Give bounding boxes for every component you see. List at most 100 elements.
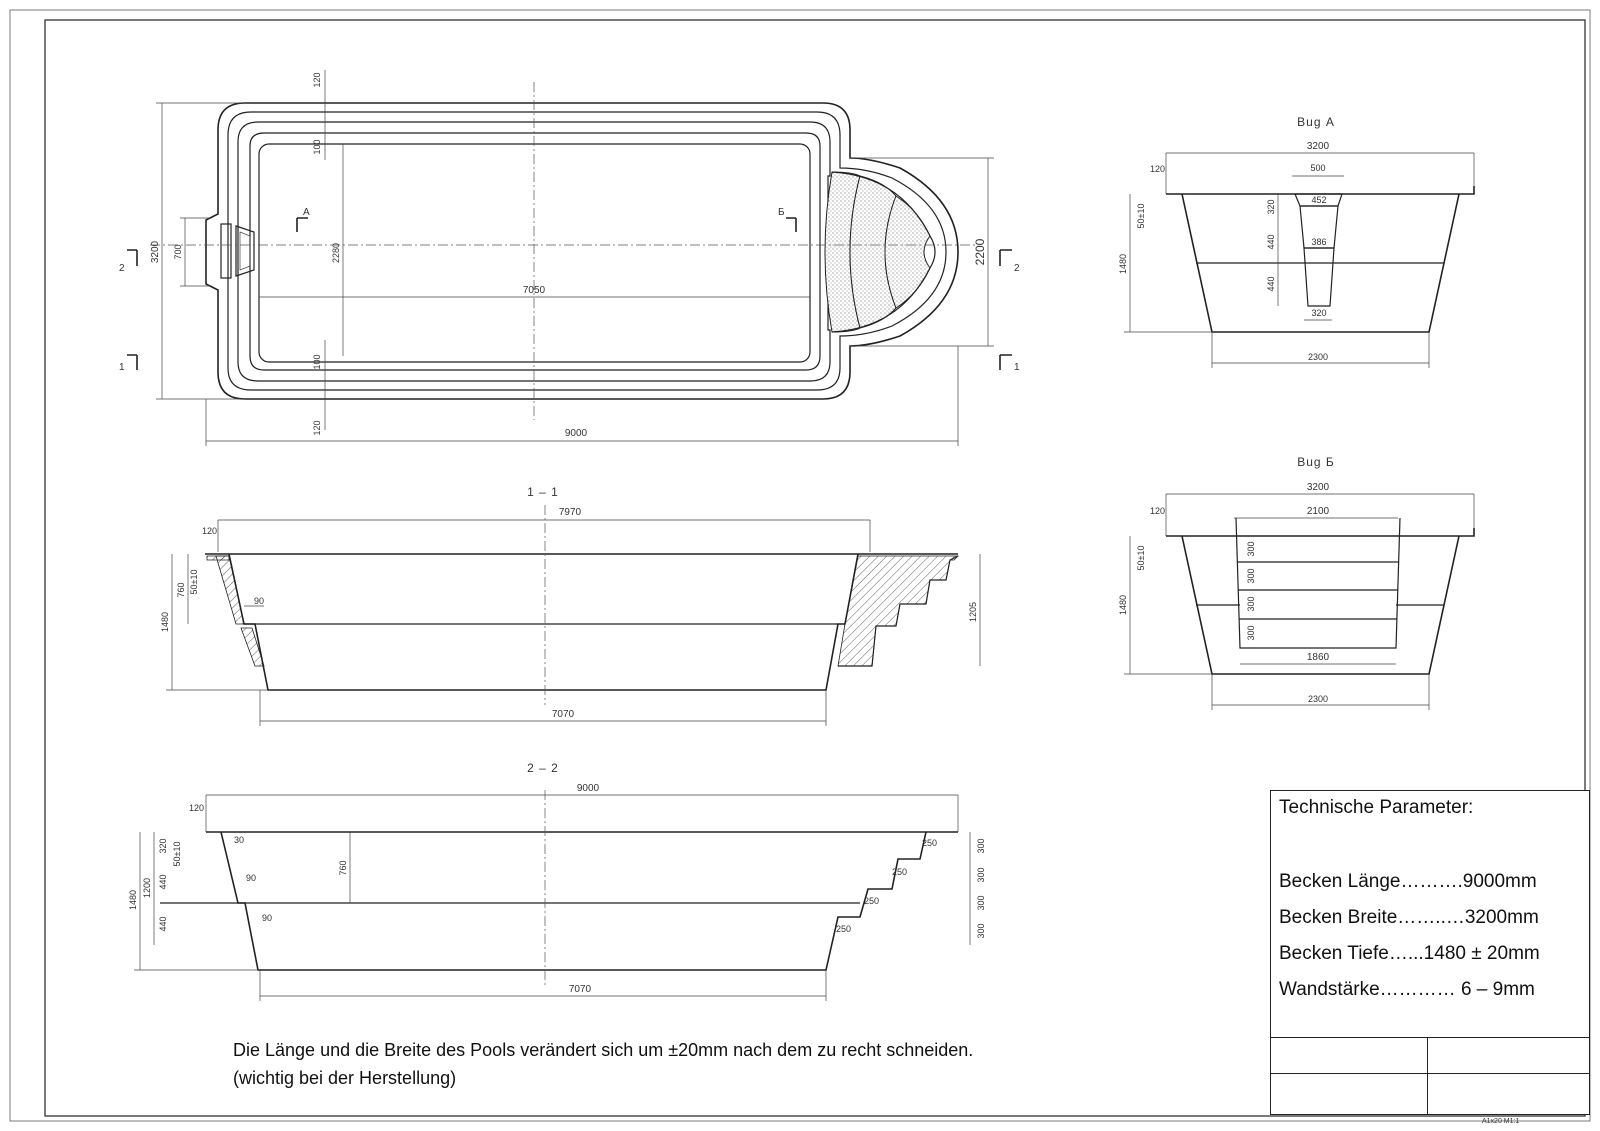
s2-riser-3: 300 — [976, 895, 986, 910]
bug-a-w386: 386 — [1311, 237, 1326, 247]
bug-a-w320: 320 — [1311, 308, 1326, 318]
s2-d320: 320 — [158, 838, 168, 853]
bug-a-bottom-width: 2300 — [1308, 352, 1328, 362]
s2-tolerance: 50±10 — [172, 842, 182, 867]
s2-top-length: 9000 — [577, 783, 600, 794]
s1-bottom-length: 7070 — [552, 709, 575, 720]
param-depth: Becken Tiefe…...1480 ± 20mm — [1279, 943, 1540, 964]
dim-inner-length: 7050 — [523, 285, 546, 296]
bug-b-step-top: 2100 — [1307, 506, 1330, 517]
bug-a-section: Bug А 3200 500 452 386 320 320 440 440 1… — [1118, 115, 1475, 368]
s1-step-hatch — [837, 555, 959, 667]
bug-b-section: Bug Б 3200 2100 300 300 300 300 1860 120… — [1118, 455, 1475, 710]
dim-inner-width: 2280 — [331, 243, 341, 263]
s2-riser-4: 300 — [976, 923, 986, 938]
param-wall-thickness: Wandstärke………… 6 – 9mm — [1279, 979, 1535, 1000]
s2-ledge90a: 90 — [246, 873, 256, 883]
bug-a-w452: 452 — [1311, 195, 1326, 205]
s2-bottom-length: 7070 — [569, 984, 592, 995]
bug-a-w500: 500 — [1310, 163, 1325, 173]
s2-ledge90b: 90 — [262, 913, 272, 923]
bug-a-tolerance: 50±10 — [1136, 204, 1146, 229]
s1-upper-depth: 760 — [176, 582, 186, 597]
s2-depth: 1480 — [128, 890, 138, 910]
dim-offset-bottom: 100 — [312, 354, 322, 369]
bug-a-h440b: 440 — [1266, 276, 1276, 291]
bug-b-riser-4: 300 — [1246, 625, 1256, 640]
step-bay-curve — [831, 171, 936, 333]
bug-a-rim: 120 — [1150, 164, 1165, 174]
cut-1-left: 1 — [119, 362, 125, 373]
cut-b-label: Б — [778, 207, 785, 218]
s2-riser-1: 300 — [976, 838, 986, 853]
dim-step-width: 2200 — [973, 238, 987, 265]
bug-b-rim: 120 — [1150, 506, 1165, 516]
s1-top-length: 7970 — [559, 507, 582, 518]
dim-overall-width: 3200 — [150, 240, 161, 263]
pool-rim-3 — [237, 121, 831, 382]
dim-offset-top: 100 — [312, 139, 322, 154]
dim-rim-top: 120 — [312, 72, 322, 87]
drawing-border — [44, 19, 1586, 1117]
pool-outer-outline — [205, 102, 959, 400]
s2-shell — [220, 831, 927, 971]
pool-rim-2 — [227, 111, 947, 391]
s2-ledge30: 30 — [234, 835, 244, 845]
pool-floor-outline — [258, 143, 811, 363]
s2-1200: 1200 — [142, 878, 152, 898]
s1-shell — [228, 553, 859, 691]
skimmer-mouth — [235, 225, 255, 277]
outer-frame — [9, 9, 1591, 1122]
s2-center-depth: 760 — [338, 860, 348, 875]
pool-rim-4 — [249, 132, 821, 371]
section-1-title: 1 – 1 — [527, 485, 559, 499]
s2-tread-4: 250 — [836, 924, 851, 934]
s1-rim: 120 — [202, 526, 217, 536]
plan-view: 7050 2280 120 100 100 120 3200 700 2200 … — [119, 70, 1020, 446]
technical-parameters-box: Technische Parameter: Becken Länge……….90… — [1270, 790, 1590, 1115]
s2-tread-3: 250 — [864, 896, 879, 906]
param-length: Becken Länge……….9000mm — [1279, 871, 1537, 892]
cut-2-left: 2 — [119, 263, 125, 274]
s2-riser-2: 300 — [976, 867, 986, 882]
bug-a-h440a: 440 — [1266, 234, 1276, 249]
cut-1-right: 1 — [1014, 362, 1020, 373]
cut-a-label: А — [303, 207, 310, 218]
s1-ledge: 90 — [254, 596, 264, 606]
dim-rim-bottom: 120 — [312, 420, 322, 435]
section-2-2: 2 – 2 9000 1480 1200 320 50±10 440 440 1… — [128, 761, 986, 1001]
bug-a-title: Bug А — [1297, 115, 1335, 129]
s2-rim: 120 — [189, 803, 204, 813]
bug-a-top-width: 3200 — [1307, 141, 1330, 152]
bug-b-bottom-width: 2300 — [1308, 694, 1328, 704]
bug-b-depth: 1480 — [1118, 595, 1128, 615]
bug-b-top-width: 3200 — [1307, 482, 1330, 493]
dim-overall-length: 9000 — [565, 428, 588, 439]
scale-label: A1x20 M1:1 — [1482, 1118, 1520, 1125]
s1-tolerance: 50±10 — [189, 570, 199, 595]
s2-d440b: 440 — [158, 916, 168, 931]
parameters-title: Technische Parameter: — [1279, 797, 1474, 818]
bug-b-title: Bug Б — [1297, 455, 1335, 469]
skimmer-box — [220, 223, 232, 279]
title-block-grid — [1271, 1037, 1589, 1114]
bug-b-riser-1: 300 — [1246, 541, 1256, 556]
bug-b-riser-2: 300 — [1246, 568, 1256, 583]
section-2-title: 2 – 2 — [527, 761, 559, 775]
s2-tread-2: 250 — [892, 867, 907, 877]
dim-skimmer: 700 — [173, 244, 183, 259]
s2-d440a: 440 — [158, 874, 168, 889]
s1-step-height: 1205 — [968, 602, 978, 622]
section-1-1: 1 – 1 7970 120 1480 760 50±10 90 1205 70… — [160, 485, 981, 726]
bug-b-riser-3: 300 — [1246, 596, 1256, 611]
param-width: Becken Breite……..…3200mm — [1279, 907, 1539, 928]
dimension-tolerance-note: Die Länge und die Breite des Pools verän… — [233, 1040, 974, 1088]
step-tread-3 — [884, 195, 931, 309]
bug-b-tolerance: 50±10 — [1136, 546, 1146, 571]
s1-depth: 1480 — [160, 612, 170, 632]
bug-a-h320: 320 — [1266, 199, 1276, 214]
s2-tread-1: 250 — [922, 838, 937, 848]
cut-2-right: 2 — [1014, 263, 1020, 274]
bug-a-depth: 1480 — [1118, 254, 1128, 274]
